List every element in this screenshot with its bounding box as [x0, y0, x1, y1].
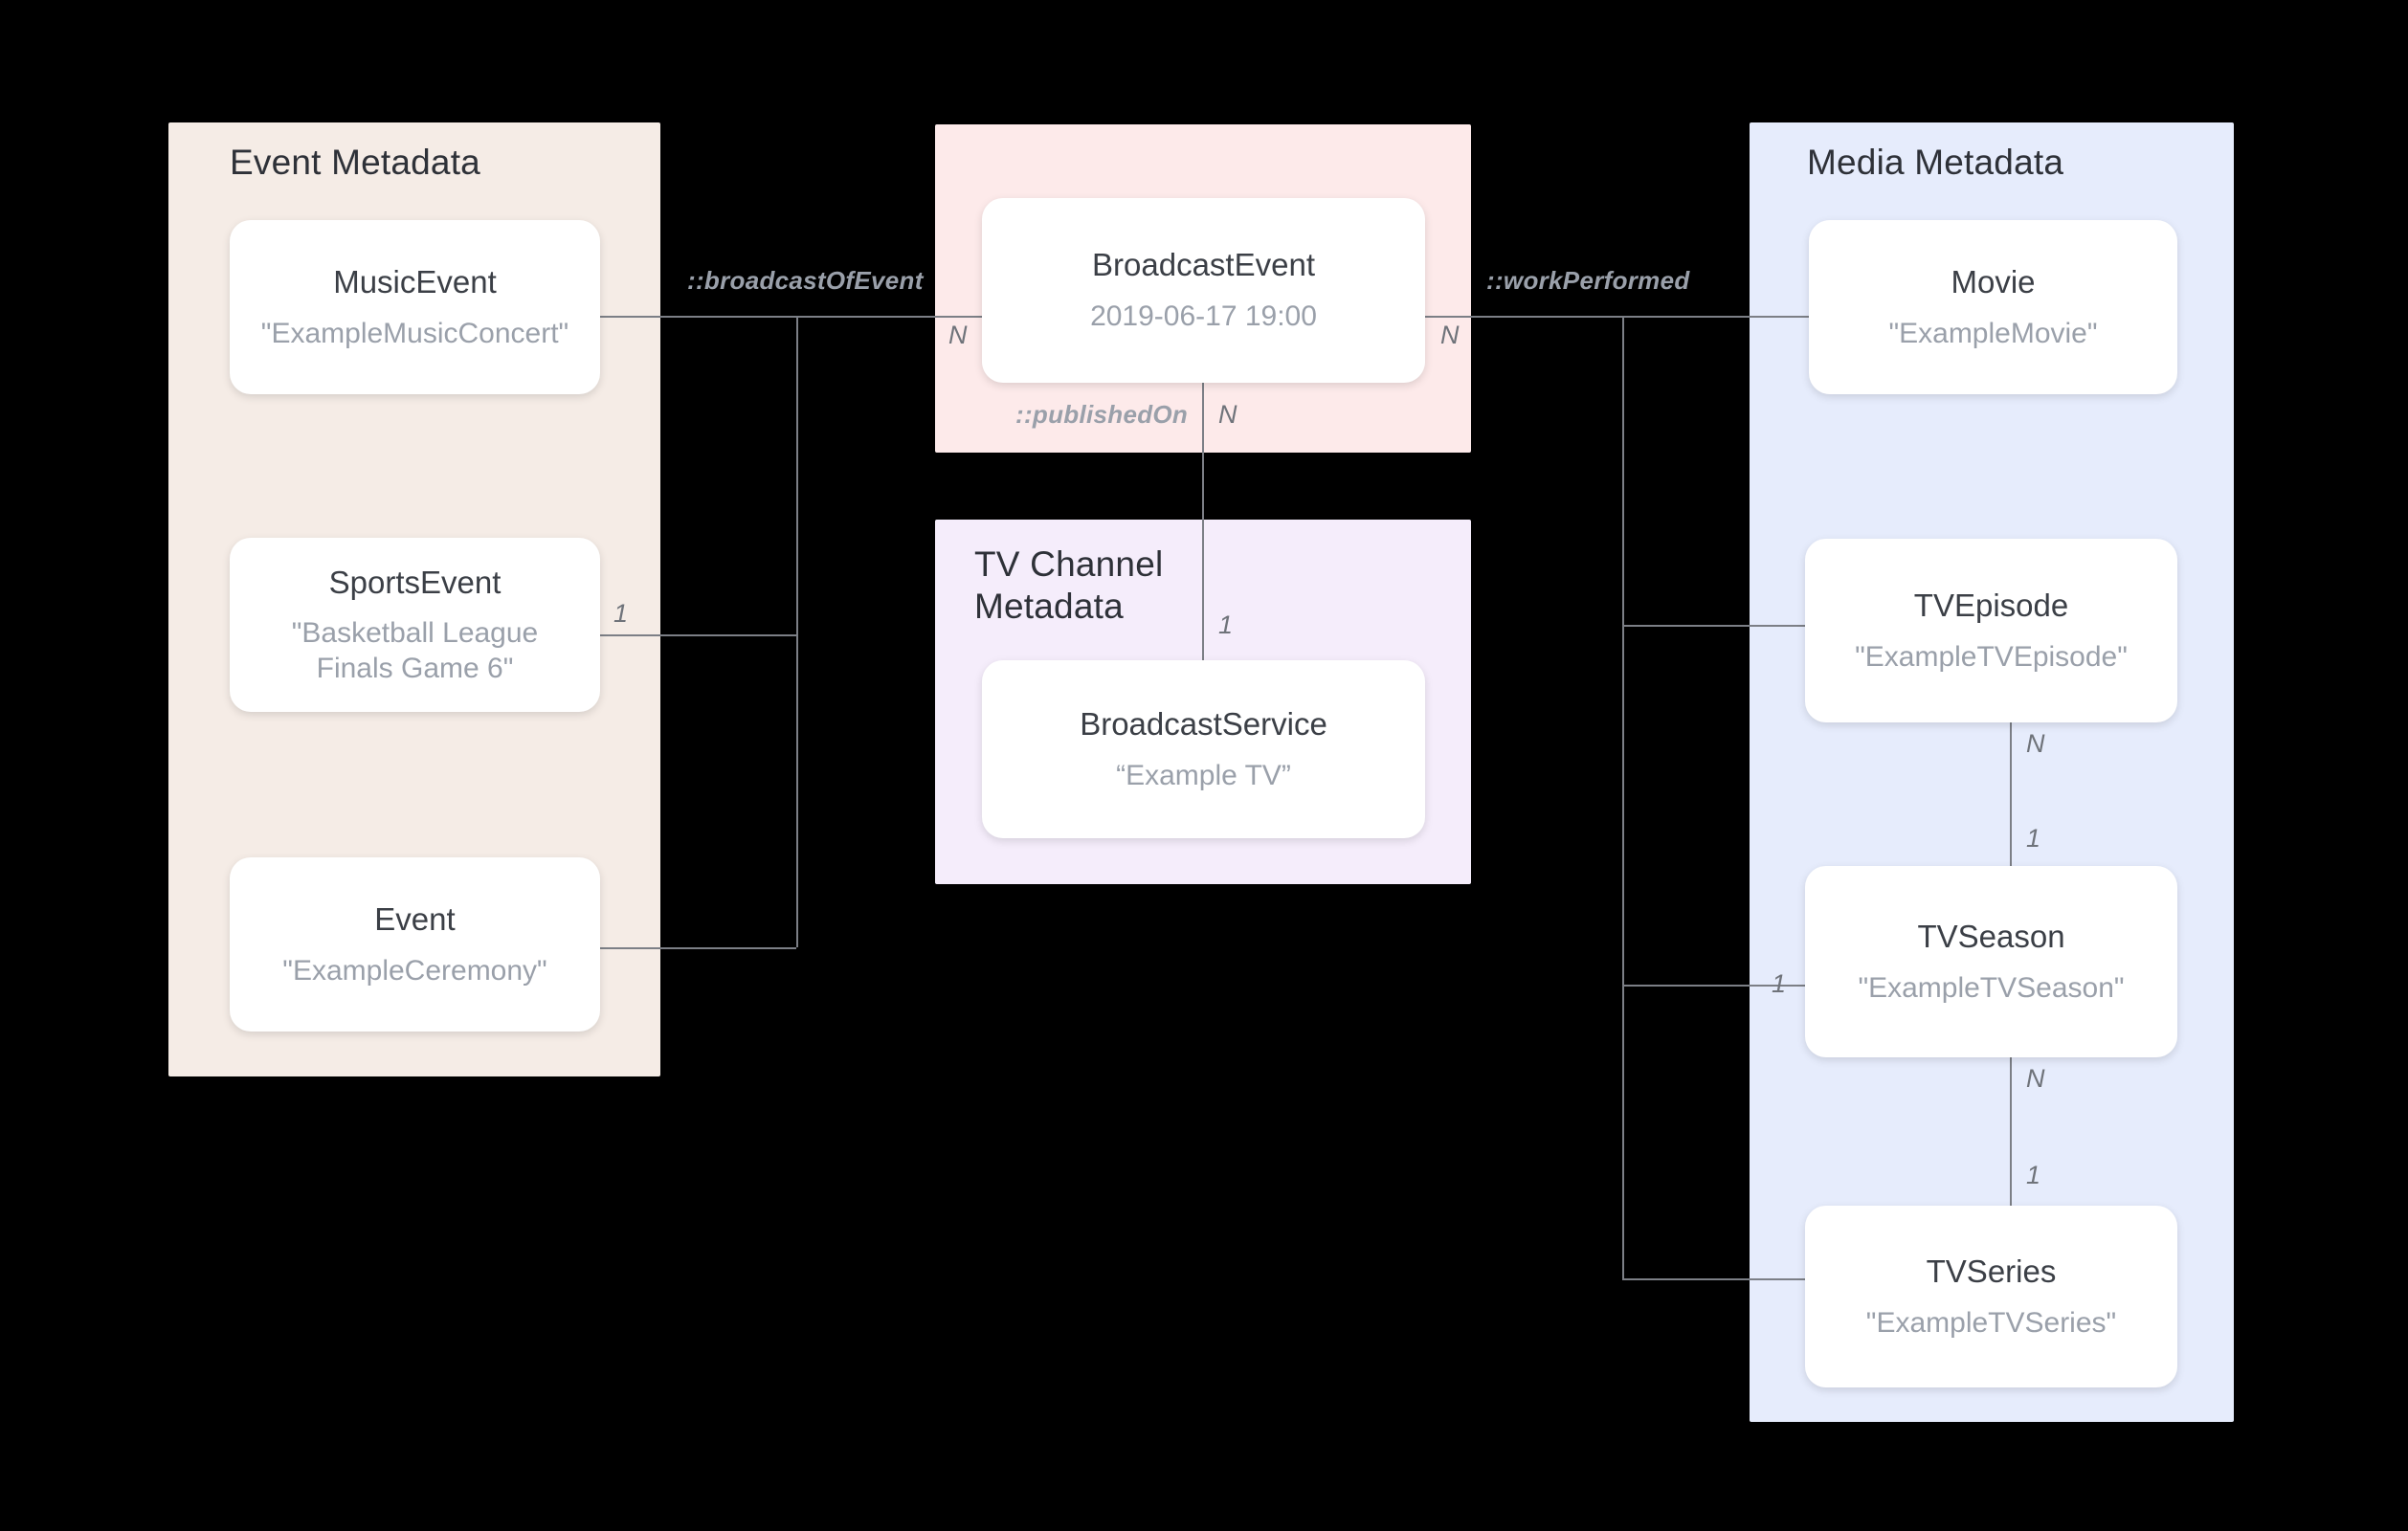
connector-tvseason-stub: [1622, 985, 1809, 987]
node-broadcast-service-title: BroadcastService: [1080, 705, 1327, 742]
cardinality-broadcast-service-up: 1: [1218, 610, 1234, 639]
relation-label-work-performed: ::workPerformed: [1486, 266, 1690, 295]
connector-event-stub: [597, 947, 796, 949]
cardinality-broadcast-event-down: N: [1218, 400, 1237, 429]
connector-movie-stub: [1622, 316, 1809, 318]
connector-tvepisode-tvseason: [2010, 722, 2012, 866]
node-broadcast-event-value: 2019-06-17 19:00: [1090, 300, 1317, 332]
node-tv-season-value: "ExampleTVSeason": [1858, 971, 2125, 1004]
connector-tvepisode-stub: [1622, 625, 1809, 627]
node-music-event-title: MusicEvent: [333, 263, 497, 300]
relation-label-broadcast-of-event: ::broadcastOfEvent: [687, 266, 924, 295]
node-tv-series-title: TVSeries: [1926, 1253, 2057, 1289]
node-movie-value: "ExampleMovie": [1888, 317, 2098, 349]
node-movie-title: Movie: [1951, 263, 2036, 300]
cardinality-tvseason-left: 1: [1772, 969, 1787, 998]
tv-channel-title-line1: TV Channel: [974, 544, 1164, 584]
node-movie[interactable]: Movie "ExampleMovie": [1809, 220, 2177, 394]
cardinality-sports-event-right: 1: [613, 599, 629, 628]
node-tv-series[interactable]: TVSeries "ExampleTVSeries": [1805, 1206, 2177, 1387]
node-event[interactable]: Event "ExampleCeremony": [230, 857, 600, 1032]
cardinality-broadcast-event-right: N: [1440, 321, 1460, 349]
panel-title-tv-channel-metadata: TV Channel Metadata: [974, 544, 1194, 627]
connector-music-event-stub: [597, 316, 796, 318]
connector-event-bus: [796, 316, 798, 947]
node-music-event-value: "ExampleMusicConcert": [260, 317, 569, 349]
cardinality-tvseries-up: 1: [2026, 1161, 2041, 1189]
node-broadcast-event-title: BroadcastEvent: [1092, 247, 1315, 283]
cardinality-tvepisode-down: N: [2026, 729, 2045, 758]
panel-title-event-metadata: Event Metadata: [230, 143, 480, 182]
connector-broadcast-to-media-bus: [1256, 316, 1622, 318]
node-sports-event[interactable]: SportsEvent "Basketball League Finals Ga…: [230, 538, 600, 712]
node-music-event[interactable]: MusicEvent "ExampleMusicConcert": [230, 220, 600, 394]
node-tv-episode-value: "ExampleTVEpisode": [1855, 640, 2128, 673]
node-tv-series-value: "ExampleTVSeries": [1865, 1306, 2117, 1339]
node-broadcast-event[interactable]: BroadcastEvent 2019-06-17 19:00: [982, 198, 1425, 383]
tv-channel-title-line2: Metadata: [974, 586, 1124, 626]
connector-tvseason-tvseries: [2010, 1057, 2012, 1206]
panel-title-media-metadata: Media Metadata: [1807, 143, 2064, 182]
node-event-value: "ExampleCeremony": [282, 954, 547, 987]
connector-sports-event-stub: [597, 634, 796, 636]
cardinality-tvseason-up: 1: [2026, 824, 2041, 853]
node-sports-event-value: "Basketball League Finals Game 6": [291, 617, 539, 684]
node-sports-event-title: SportsEvent: [328, 564, 502, 600]
node-event-title: Event: [374, 900, 456, 937]
connector-tvseries-stub: [1622, 1278, 1809, 1280]
node-broadcast-service-value: “Example TV”: [1116, 759, 1291, 791]
cardinality-tvseason-down: N: [2026, 1064, 2045, 1093]
connector-event-bus-to-broadcast: [796, 316, 1150, 318]
node-tv-episode-title: TVEpisode: [1913, 587, 2069, 623]
node-broadcast-service[interactable]: BroadcastService “Example TV”: [982, 660, 1425, 838]
node-tv-season[interactable]: TVSeason "ExampleTVSeason": [1805, 866, 2177, 1057]
connector-media-bus: [1622, 316, 1624, 1278]
node-tv-episode[interactable]: TVEpisode "ExampleTVEpisode": [1805, 539, 2177, 722]
connector-published-on: [1202, 383, 1204, 660]
cardinality-broadcast-event-left: N: [948, 321, 968, 349]
relation-label-published-on: ::publishedOn: [1015, 400, 1189, 429]
node-tv-season-title: TVSeason: [1917, 918, 2065, 954]
